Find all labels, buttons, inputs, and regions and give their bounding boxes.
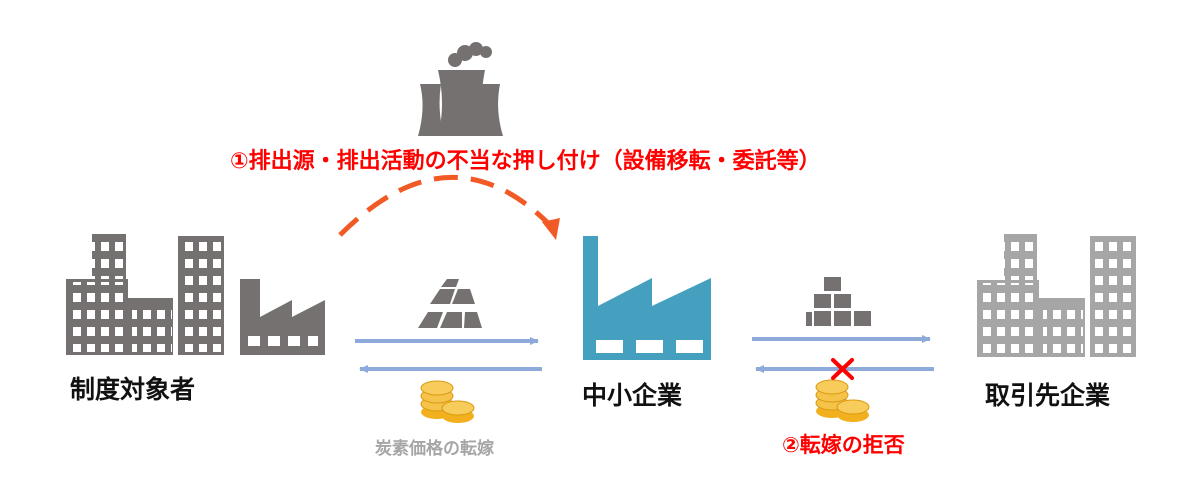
business-partner-label: 取引先企業 [985, 381, 1111, 410]
office-buildings-icon [66, 234, 224, 355]
left-factory-icon [240, 279, 325, 355]
coin-stack-icon-left [420, 380, 475, 423]
factory-icon [583, 236, 711, 360]
forced-transfer-arrow [338, 174, 560, 240]
box-stack-icon [806, 277, 871, 326]
sme-label: 中小企業 [582, 381, 683, 410]
carbon-price-pass-label: 炭素価格の転嫁 [375, 439, 494, 459]
regulated-entity-label: 制度対象者 [70, 375, 196, 404]
ingot-stack-icon [418, 279, 482, 328]
pass-refusal-label: ②転嫁の拒否 [782, 433, 905, 457]
right-flow-arrows [752, 335, 934, 373]
right-buildings-icon [977, 234, 1136, 357]
forced-transfer-label: ①排出源・排出活動の不当な押し付け（設備移転・委託等） [230, 149, 821, 174]
cross-mark-icon [831, 358, 854, 380]
power-plant-icon [418, 42, 503, 136]
coin-stack-icon-right [815, 379, 870, 422]
left-flow-arrows [355, 337, 542, 373]
